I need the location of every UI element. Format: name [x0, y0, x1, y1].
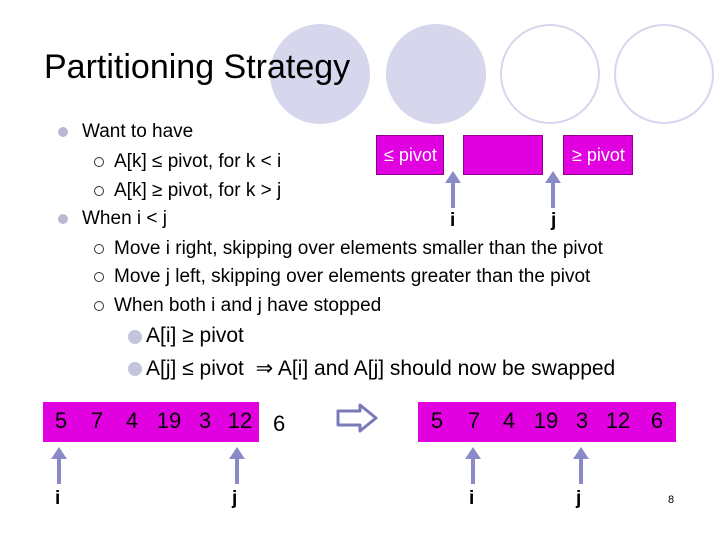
- after-i-arrow: [465, 447, 481, 484]
- j-pointer-arrow: [545, 171, 561, 208]
- bullet-want-to-have: Want to have: [82, 121, 194, 142]
- sub-bullet-ring: [94, 244, 104, 254]
- bullet-when-i-lt-j: When i < j: [82, 208, 168, 229]
- bullet-move-i: Move i right, skipping over elements sma…: [114, 238, 603, 259]
- le-pivot-label: ≤ pivot: [384, 145, 437, 165]
- decor-circle-2: [386, 24, 486, 124]
- before-j-label: j: [232, 488, 238, 509]
- array-after-cell-1: 7: [456, 402, 492, 442]
- bullet-dot: [58, 127, 68, 137]
- bullet-aj-le-pivot-swap: A[j] ≤ pivot ⇒ A[i] and A[j] should now …: [146, 357, 616, 380]
- before-i-label: i: [55, 488, 61, 509]
- slide-title: Partitioning Strategy: [44, 48, 351, 86]
- bullet-both-stopped: When both i and j have stopped: [114, 295, 382, 316]
- sub-bullet-ring: [94, 301, 104, 311]
- decor-circle-1: [270, 24, 370, 124]
- bullet-ai-ge-pivot: A[i] ≥ pivot: [146, 324, 244, 347]
- sub-bullet-ring: [94, 186, 104, 196]
- sub-bullet-ring: [94, 157, 104, 167]
- array-before-cell-4: 3: [189, 402, 221, 442]
- bullet-dot: [58, 214, 68, 224]
- array-after-cell-5: 12: [598, 402, 638, 442]
- after-j-arrow: [573, 447, 589, 484]
- bullet-condition-right: A[k] ≥ pivot, for k > j: [114, 180, 282, 201]
- partition-right-region: [563, 135, 633, 175]
- array-before-cell-5: 12: [221, 402, 259, 442]
- decor-circle-3: [500, 24, 600, 124]
- before-i-arrow: [51, 447, 67, 484]
- array-after-cell-0: 5: [418, 402, 456, 442]
- array-before-cell-0: 5: [43, 402, 79, 442]
- array-before-cell-2: 4: [115, 402, 149, 442]
- before-j-arrow: [229, 447, 245, 484]
- slide-number: 8: [668, 494, 675, 506]
- partition-middle-region: [463, 135, 543, 175]
- diagram-j-label: j: [551, 210, 557, 231]
- array-after-cell-3: 19: [526, 402, 566, 442]
- bullet-dot-level3: [128, 330, 142, 344]
- bullet-move-j: Move j left, skipping over elements grea…: [114, 266, 591, 287]
- array-after-cell-6: 6: [638, 402, 676, 442]
- bullet-dot-level3: [128, 362, 142, 376]
- i-pointer-arrow: [445, 171, 461, 208]
- sub-bullet-ring: [94, 272, 104, 282]
- diagram-i-label: i: [450, 210, 456, 231]
- transition-arrow-icon: [336, 403, 378, 433]
- decor-circle-4: [614, 24, 714, 124]
- ge-pivot-label: ≥ pivot: [572, 145, 625, 165]
- partition-left-region: [376, 135, 444, 175]
- array-before-cell-3: 19: [149, 402, 189, 442]
- array-after-cell-4: 3: [566, 402, 598, 442]
- after-j-label: j: [576, 488, 582, 509]
- array-after-cell-2: 4: [492, 402, 526, 442]
- array-before-cell-6: 6: [273, 411, 286, 436]
- array-before-cell-1: 7: [79, 402, 115, 442]
- bullet-condition-left: A[k] ≤ pivot, for k < i: [114, 151, 282, 172]
- after-i-label: i: [469, 488, 475, 509]
